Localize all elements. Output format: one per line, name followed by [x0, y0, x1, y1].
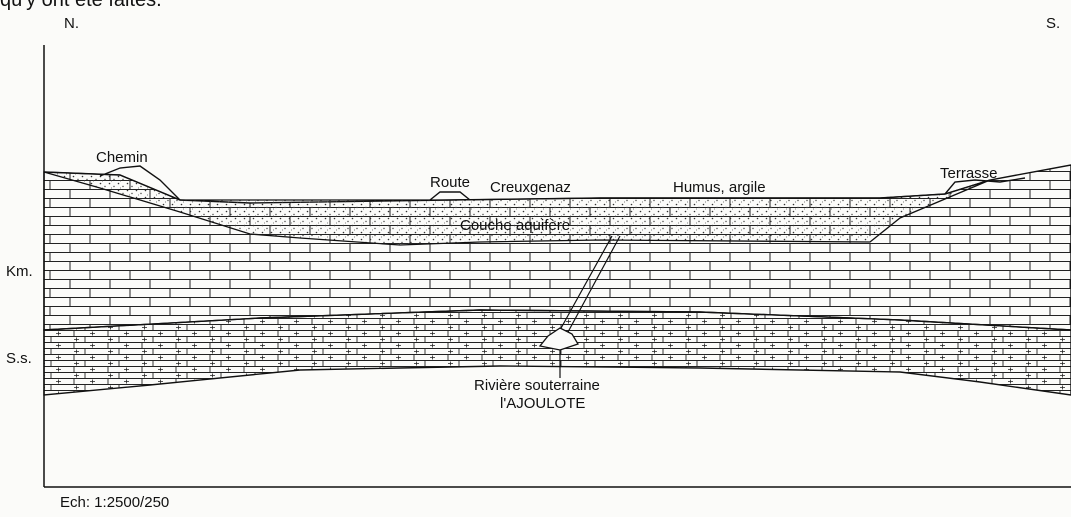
- river-label: Rivière souterraine: [474, 377, 600, 394]
- scale-label: Ech: 1:2500/250: [60, 494, 169, 511]
- layer-label-ss: S.s.: [6, 350, 32, 367]
- humus-label: Humus, argile: [673, 179, 766, 196]
- north-label: N.: [64, 15, 79, 32]
- river-name-label: l'AJOULOTE: [500, 395, 585, 412]
- layer-label-km: Km.: [6, 263, 33, 280]
- chemin-label: Chemin: [96, 149, 148, 166]
- south-label: S.: [1046, 15, 1060, 32]
- cropped-caption: qu'y ont été faites.: [0, 0, 162, 11]
- route-bump: [430, 192, 470, 200]
- aquifer-label: Couche aquifère: [460, 217, 570, 234]
- route-label: Route: [430, 174, 470, 191]
- creuxgenaz-label: Creuxgenaz: [490, 179, 571, 196]
- terrasse-label: Terrasse: [940, 165, 998, 182]
